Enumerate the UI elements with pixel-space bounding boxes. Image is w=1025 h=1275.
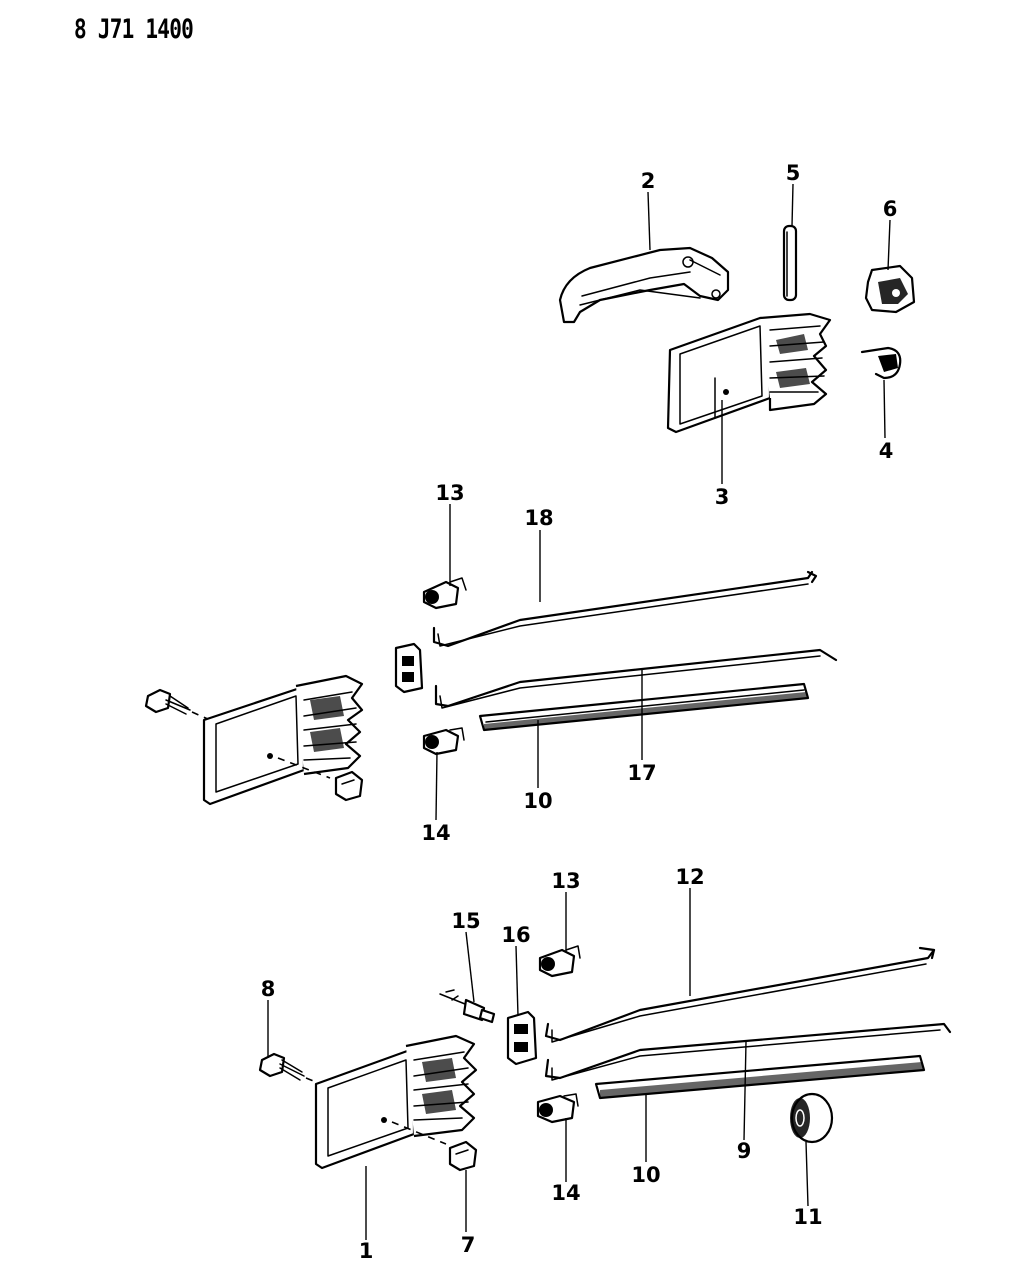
nut-middle (334, 770, 364, 802)
callout-7: 7 (461, 1233, 476, 1257)
part-12-rod (544, 946, 936, 1043)
callout-17: 17 (627, 761, 656, 785)
callout-14-upper: 14 (421, 821, 450, 845)
part-13-rod-clip-upper (422, 577, 467, 610)
latch-bracket (394, 642, 424, 694)
part-14-rod-clip-lower (536, 1093, 579, 1124)
callout-12: 12 (675, 865, 704, 889)
part-16-bracket (506, 1010, 538, 1066)
callout-3: 3 (715, 485, 730, 509)
part-15-plunger (439, 989, 496, 1024)
part-10-strip-lower (594, 1054, 926, 1100)
callout-8: 8 (261, 977, 276, 1001)
callout-13-lower: 13 (551, 869, 580, 893)
part-2-handle-lever (558, 246, 730, 324)
part-1-handle-housing (314, 1034, 478, 1170)
middle-handle-housing (202, 674, 364, 806)
callout-6: 6 (883, 197, 898, 221)
callout-2: 2 (641, 169, 656, 193)
callout-10-lower: 10 (631, 1163, 660, 1187)
callout-16: 16 (501, 923, 530, 947)
part-8-bolt (258, 1052, 327, 1087)
part-6-clip (864, 264, 916, 314)
callout-11: 11 (793, 1205, 822, 1229)
callout-10-upper: 10 (523, 789, 552, 813)
part-10-strip-middle (478, 682, 810, 732)
callout-13-upper: 13 (435, 481, 464, 505)
callout-18: 18 (524, 506, 553, 530)
part-4-spring-clip (860, 346, 902, 380)
callout-4: 4 (879, 439, 894, 463)
part-17-rod (434, 648, 838, 709)
callout-15: 15 (451, 909, 480, 933)
part-3-handle-housing (666, 312, 832, 434)
part-9-rod (544, 1022, 952, 1081)
part-5-pin (782, 224, 798, 302)
catalog-number: 8 J71 1400 (74, 14, 194, 45)
bolt-middle (144, 688, 211, 721)
part-7-nut (448, 1140, 478, 1172)
part-11-grommet (790, 1092, 834, 1144)
part-18-rod (432, 570, 818, 648)
part-14-rod-clip-middle (422, 727, 465, 756)
callout-5: 5 (786, 161, 801, 185)
part-13-rod-clip-lower (538, 945, 581, 978)
leader-lines (267, 183, 891, 1240)
callout-9: 9 (737, 1139, 752, 1163)
callout-14-lower: 14 (551, 1181, 580, 1205)
callout-1: 1 (359, 1239, 374, 1263)
